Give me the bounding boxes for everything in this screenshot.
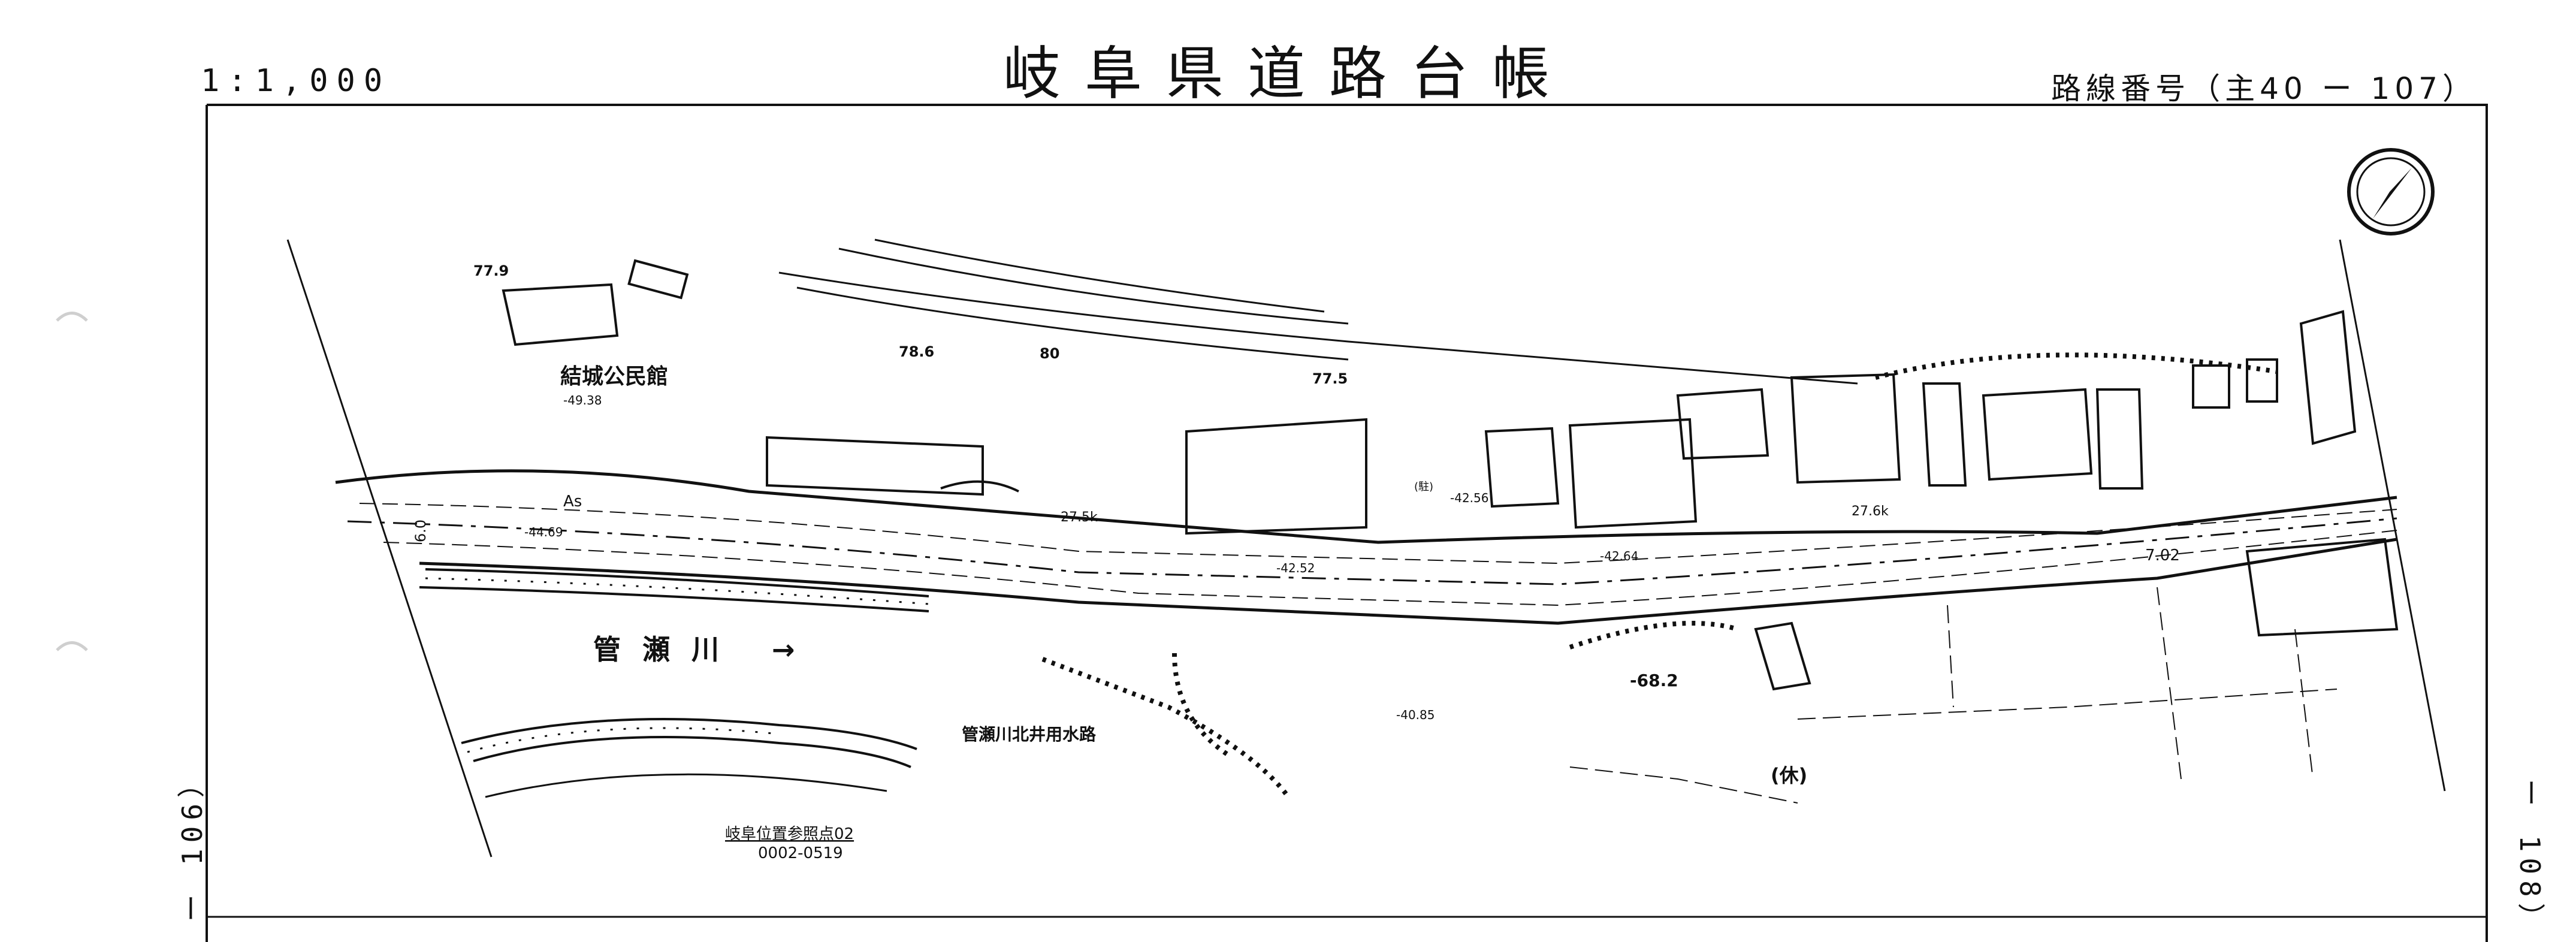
reference-point-label: 岐阜位置参照点02 [725, 825, 854, 843]
river-embankment [419, 568, 929, 798]
sheet-title: 岐阜県道路台帳 [1003, 40, 1574, 107]
north-arrow-icon [2347, 148, 2435, 236]
map-outline [286, 239, 2446, 858]
embankment-hatching [778, 238, 2278, 799]
surface-label: As [563, 493, 582, 511]
map-frame [206, 104, 2488, 942]
elevation-label: 78.6 [899, 343, 934, 360]
rest-house-label: (休) [1771, 764, 1807, 787]
map-scale: 1:1,000 [201, 63, 391, 99]
road-guides [359, 503, 2397, 606]
property-lines [1569, 587, 2338, 804]
distance-marker: 27.5k [1061, 510, 1098, 525]
reference-code-label: 0002-0519 [758, 844, 843, 862]
binder-hole-top [56, 312, 88, 322]
river-label: 管瀬川 → [593, 633, 817, 666]
distance-marker: 7.02 [2145, 547, 2180, 564]
elevation-label: -44.69 [524, 525, 563, 539]
elevation-label: -40.85 [1396, 708, 1435, 722]
parking-label: (駐) [1414, 481, 1433, 493]
elevation-label: 77.9 [473, 262, 509, 279]
road-width-label: 6.0 [412, 520, 429, 542]
next-sheet-link[interactable]: ー 108） [2514, 779, 2546, 937]
previous-sheet-link[interactable]: ー 106） [176, 764, 209, 922]
elevation-label: 80 [1040, 345, 1059, 362]
elevation-label: 77.5 [1312, 370, 1348, 387]
distance-marker: 27.6k [1852, 504, 1889, 519]
elevation-label: -42.64 [1600, 549, 1638, 563]
road-edges [335, 469, 2397, 625]
map-labels: 結城公民館 管瀬川 → 管瀬川北井用水路 岐阜位置参照点02 0002-0519… [412, 262, 2180, 862]
community-hall-label: 結城公民館 [560, 364, 668, 389]
route-number: 路線番号（主40 ー 107） [2051, 71, 2477, 106]
elevation-label: -49.38 [563, 393, 602, 407]
waterway-label: 管瀬川北井用水路 [962, 724, 1097, 744]
elevation-label: -42.56 [1450, 491, 1488, 505]
elevation-label: -42.52 [1276, 561, 1315, 575]
elevation-label: -68.2 [1630, 671, 1678, 690]
binder-hole-bottom [56, 641, 88, 651]
buildings [502, 259, 2399, 691]
